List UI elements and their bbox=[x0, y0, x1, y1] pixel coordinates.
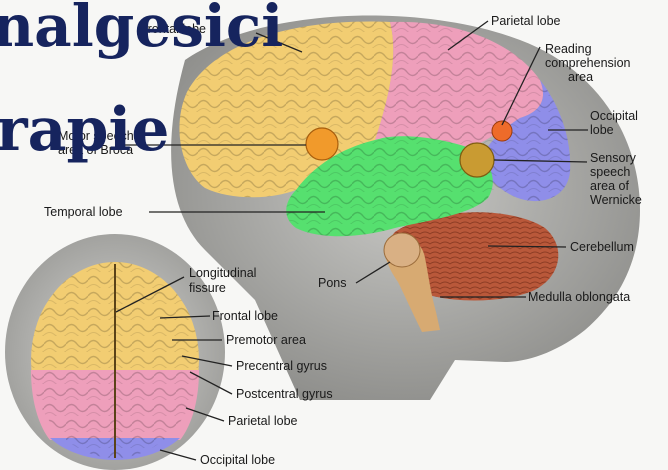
wernicke-area bbox=[460, 143, 494, 177]
label-precentral-gyrus: Precentral gyrus bbox=[236, 359, 327, 373]
label-pons: Pons bbox=[318, 276, 347, 290]
label-postcentral-gyrus: Postcentral gyrus bbox=[236, 387, 333, 401]
label-temporal-lobe: Temporal lobe bbox=[44, 205, 123, 219]
label-reading-area-line2: comprehension bbox=[545, 56, 631, 70]
label-occipital-lobe-superior: Occipital lobe bbox=[200, 453, 275, 467]
title-fragment-1: nalgesici bbox=[0, 0, 283, 60]
label-wernicke-line4: Wernicke bbox=[590, 193, 642, 207]
label-wernicke-line3: area of bbox=[590, 179, 629, 193]
label-occipital-lobe-line1: Occipital bbox=[590, 109, 638, 123]
label-parietal-lobe-superior: Parietal lobe bbox=[228, 414, 298, 428]
label-longitudinal-fissure-line1: Longitudinal bbox=[189, 266, 256, 280]
label-parietal-lobe-lateral: Parietal lobe bbox=[491, 14, 561, 28]
label-occipital-lobe-line2: lobe bbox=[590, 123, 614, 137]
broca-area bbox=[306, 128, 338, 160]
label-longitudinal-fissure-line2: fissure bbox=[189, 281, 226, 295]
label-wernicke-line1: Sensory bbox=[590, 151, 637, 165]
label-reading-area-line1: Reading bbox=[545, 42, 592, 56]
label-medulla-oblongata: Medulla oblongata bbox=[528, 290, 630, 304]
label-frontal-lobe-superior: Frontal lobe bbox=[212, 309, 278, 323]
label-wernicke-line2: speech bbox=[590, 165, 630, 179]
label-cerebellum: Cerebellum bbox=[570, 240, 634, 254]
title-fragment-2: rapie bbox=[0, 95, 169, 165]
label-reading-area-line3: area bbox=[568, 70, 593, 84]
label-premotor-area: Premotor area bbox=[226, 333, 306, 347]
